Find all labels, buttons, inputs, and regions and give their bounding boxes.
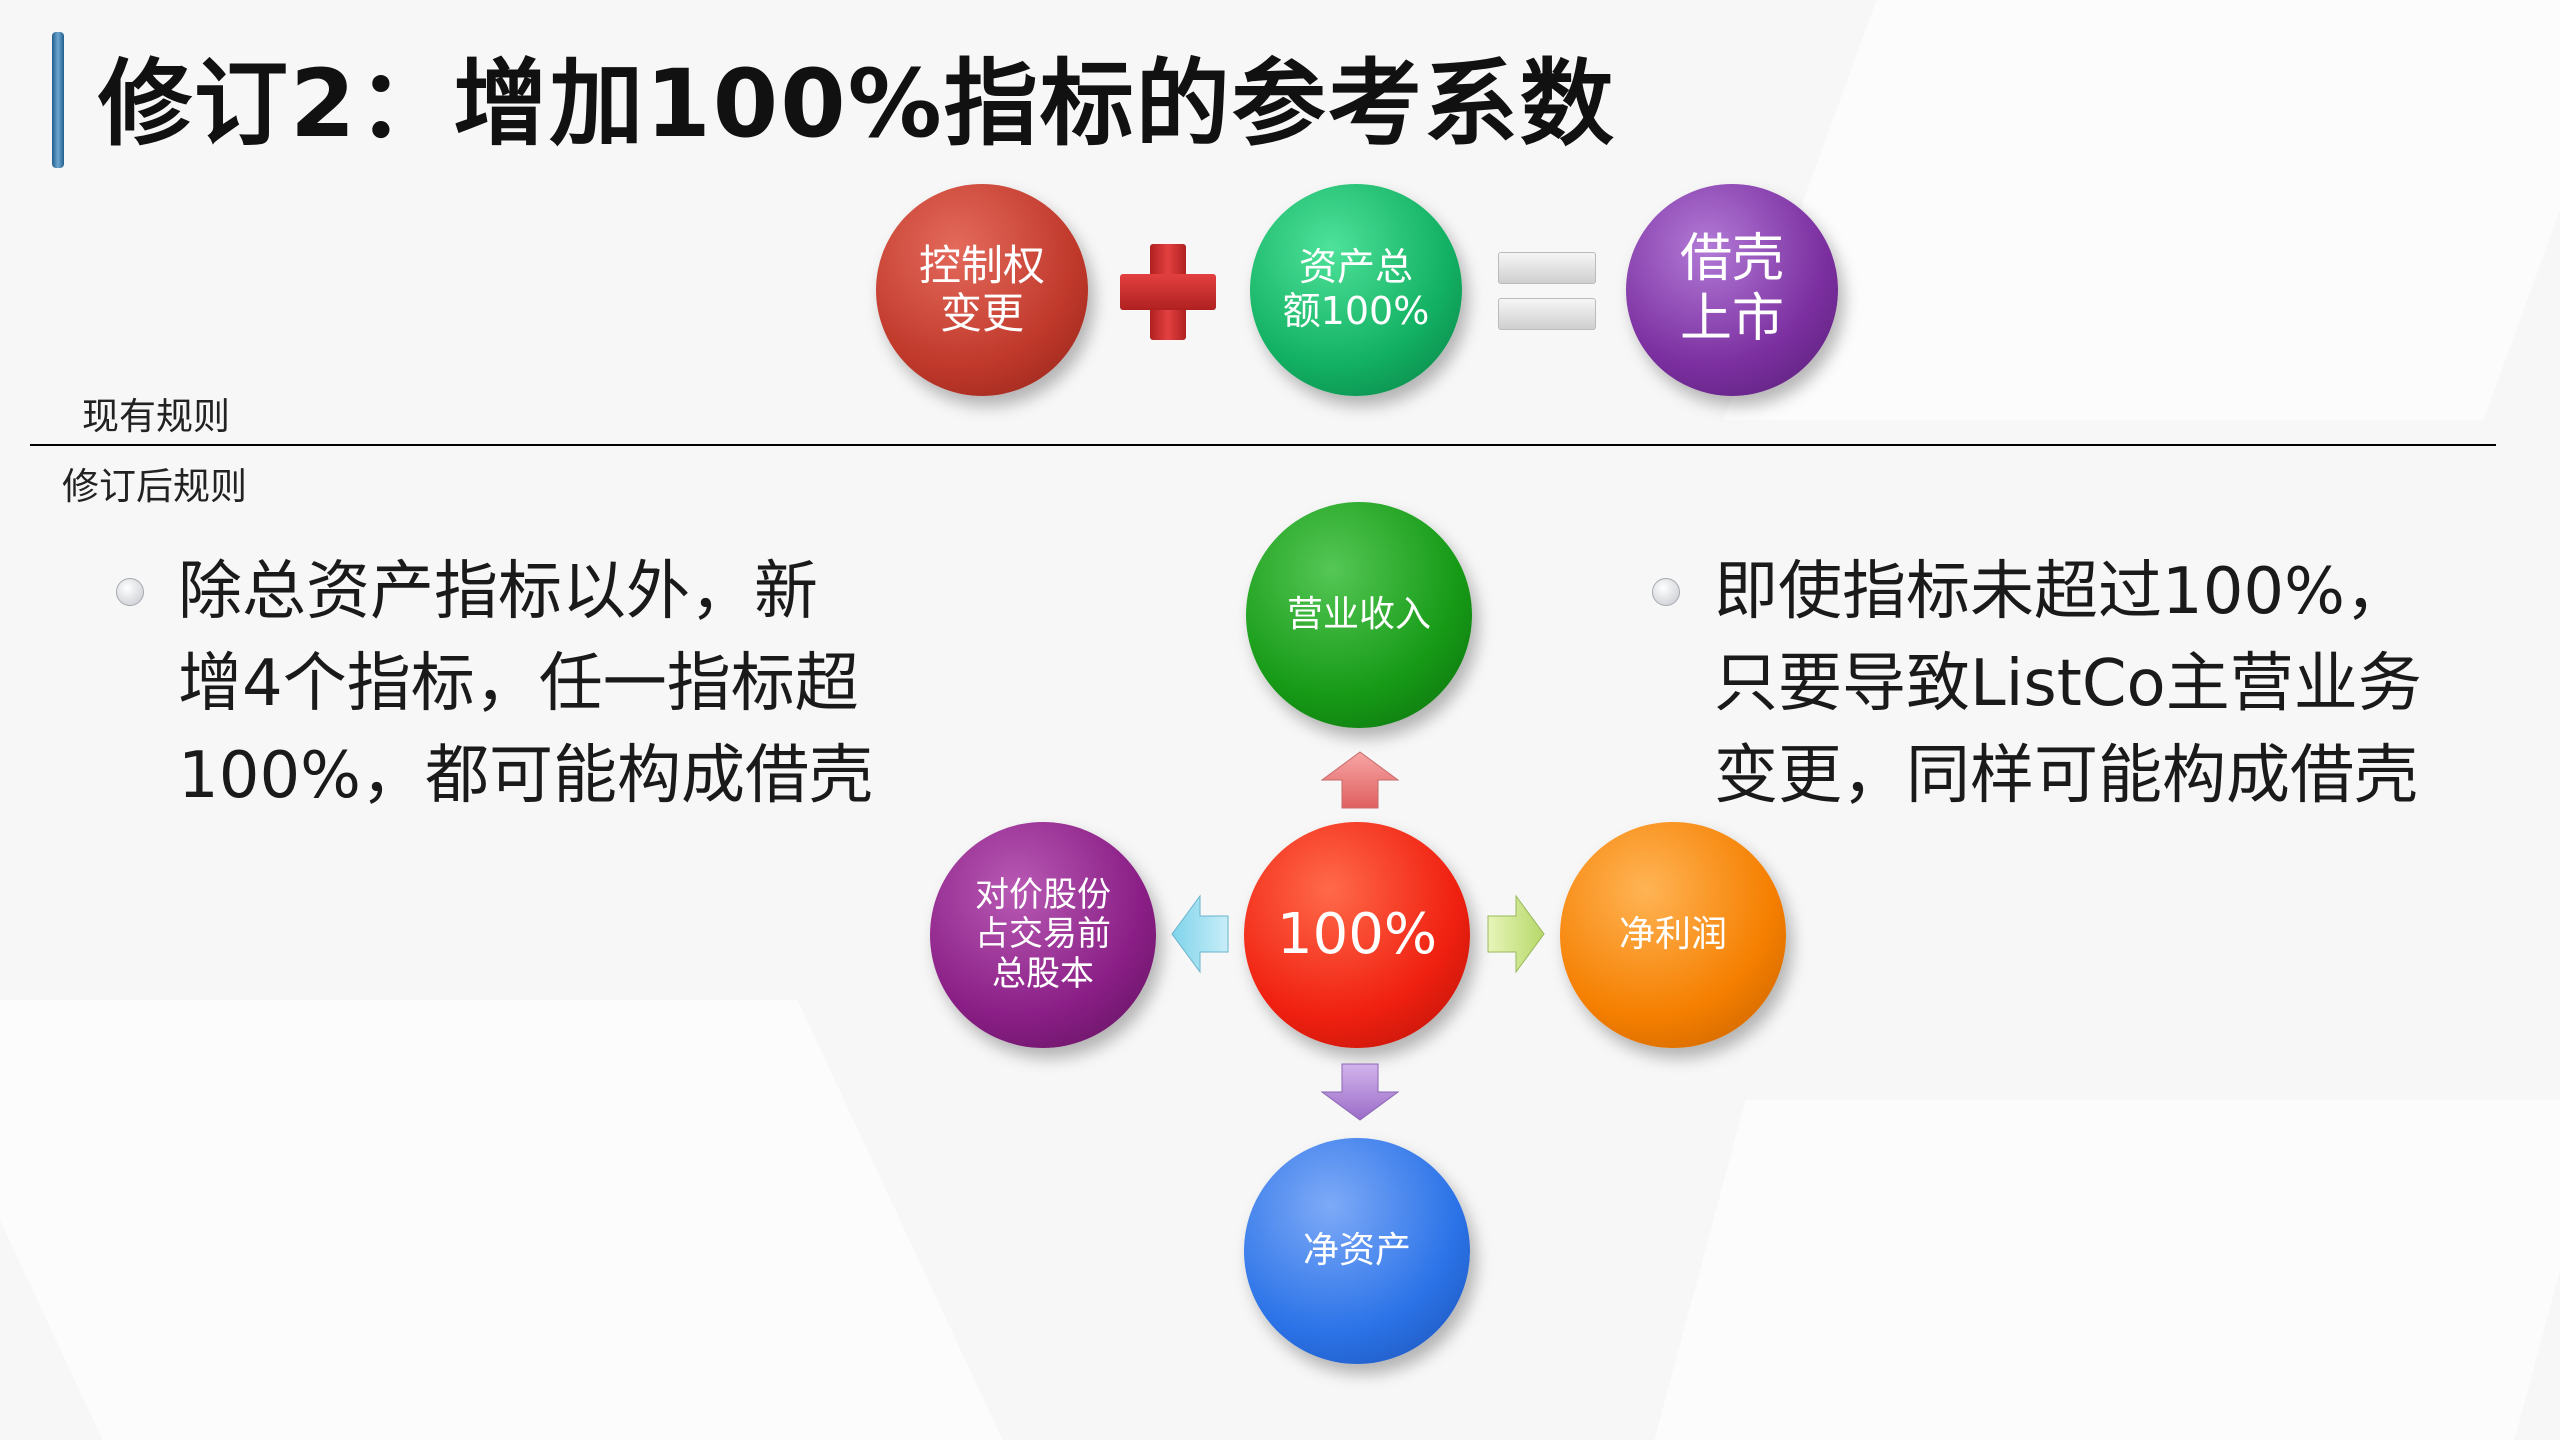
consideration-shares-circle: 对价股份 占交易前 总股本 bbox=[930, 822, 1156, 1048]
revenue-label: 营业收入 bbox=[1286, 594, 1431, 636]
plus-icon-bar bbox=[1120, 274, 1216, 310]
control-change-circle: 控制权 变更 bbox=[876, 184, 1088, 396]
equals-icon-bar bbox=[1498, 298, 1596, 330]
section-divider bbox=[30, 444, 2496, 446]
center-100-label: 100% bbox=[1276, 901, 1438, 967]
total-assets-label: 资产总 额100% bbox=[1282, 245, 1430, 333]
net-profit-label: 净利润 bbox=[1618, 914, 1727, 956]
current-rules-label: 现有规则 bbox=[82, 395, 230, 438]
revenue-circle: 营业收入 bbox=[1246, 502, 1472, 728]
background-shape bbox=[0, 1000, 1003, 1440]
net-assets-circle: 净资产 bbox=[1244, 1138, 1470, 1364]
net-profit-circle: 净利润 bbox=[1560, 822, 1786, 1048]
arrow-down-icon bbox=[1320, 1063, 1400, 1121]
background-shape bbox=[1723, 0, 2560, 420]
right-bullet-text: 即使指标未超过100%， 只要导致ListCo主营业务 变更，同样可能构成借壳 bbox=[1714, 555, 2422, 813]
page-title: 修订2：增加100%指标的参考系数 bbox=[98, 50, 1616, 159]
left-bullet-text: 除总资产指标以外，新 增4个指标，任一指标超 100%，都可能构成借壳 bbox=[178, 555, 873, 813]
arrow-right-icon bbox=[1487, 894, 1545, 974]
total-assets-circle: 资产总 额100% bbox=[1250, 184, 1462, 396]
arrow-up-icon bbox=[1320, 751, 1400, 809]
control-change-label: 控制权 变更 bbox=[918, 240, 1045, 338]
title-accent-bar bbox=[52, 32, 64, 168]
backdoor-listing-label: 借壳 上市 bbox=[1679, 229, 1784, 349]
arrow-left-icon bbox=[1171, 894, 1229, 974]
background-shape bbox=[1654, 1100, 2560, 1440]
backdoor-listing-circle: 借壳 上市 bbox=[1626, 184, 1838, 396]
bullet-icon bbox=[116, 578, 144, 606]
revised-rules-label: 修订后规则 bbox=[62, 465, 247, 508]
bullet-icon bbox=[1652, 578, 1680, 606]
equals-icon bbox=[1498, 252, 1596, 284]
consideration-shares-label: 对价股份 占交易前 总股本 bbox=[975, 875, 1111, 994]
center-100-circle: 100% bbox=[1244, 822, 1470, 1048]
net-assets-label: 净资产 bbox=[1302, 1230, 1411, 1272]
